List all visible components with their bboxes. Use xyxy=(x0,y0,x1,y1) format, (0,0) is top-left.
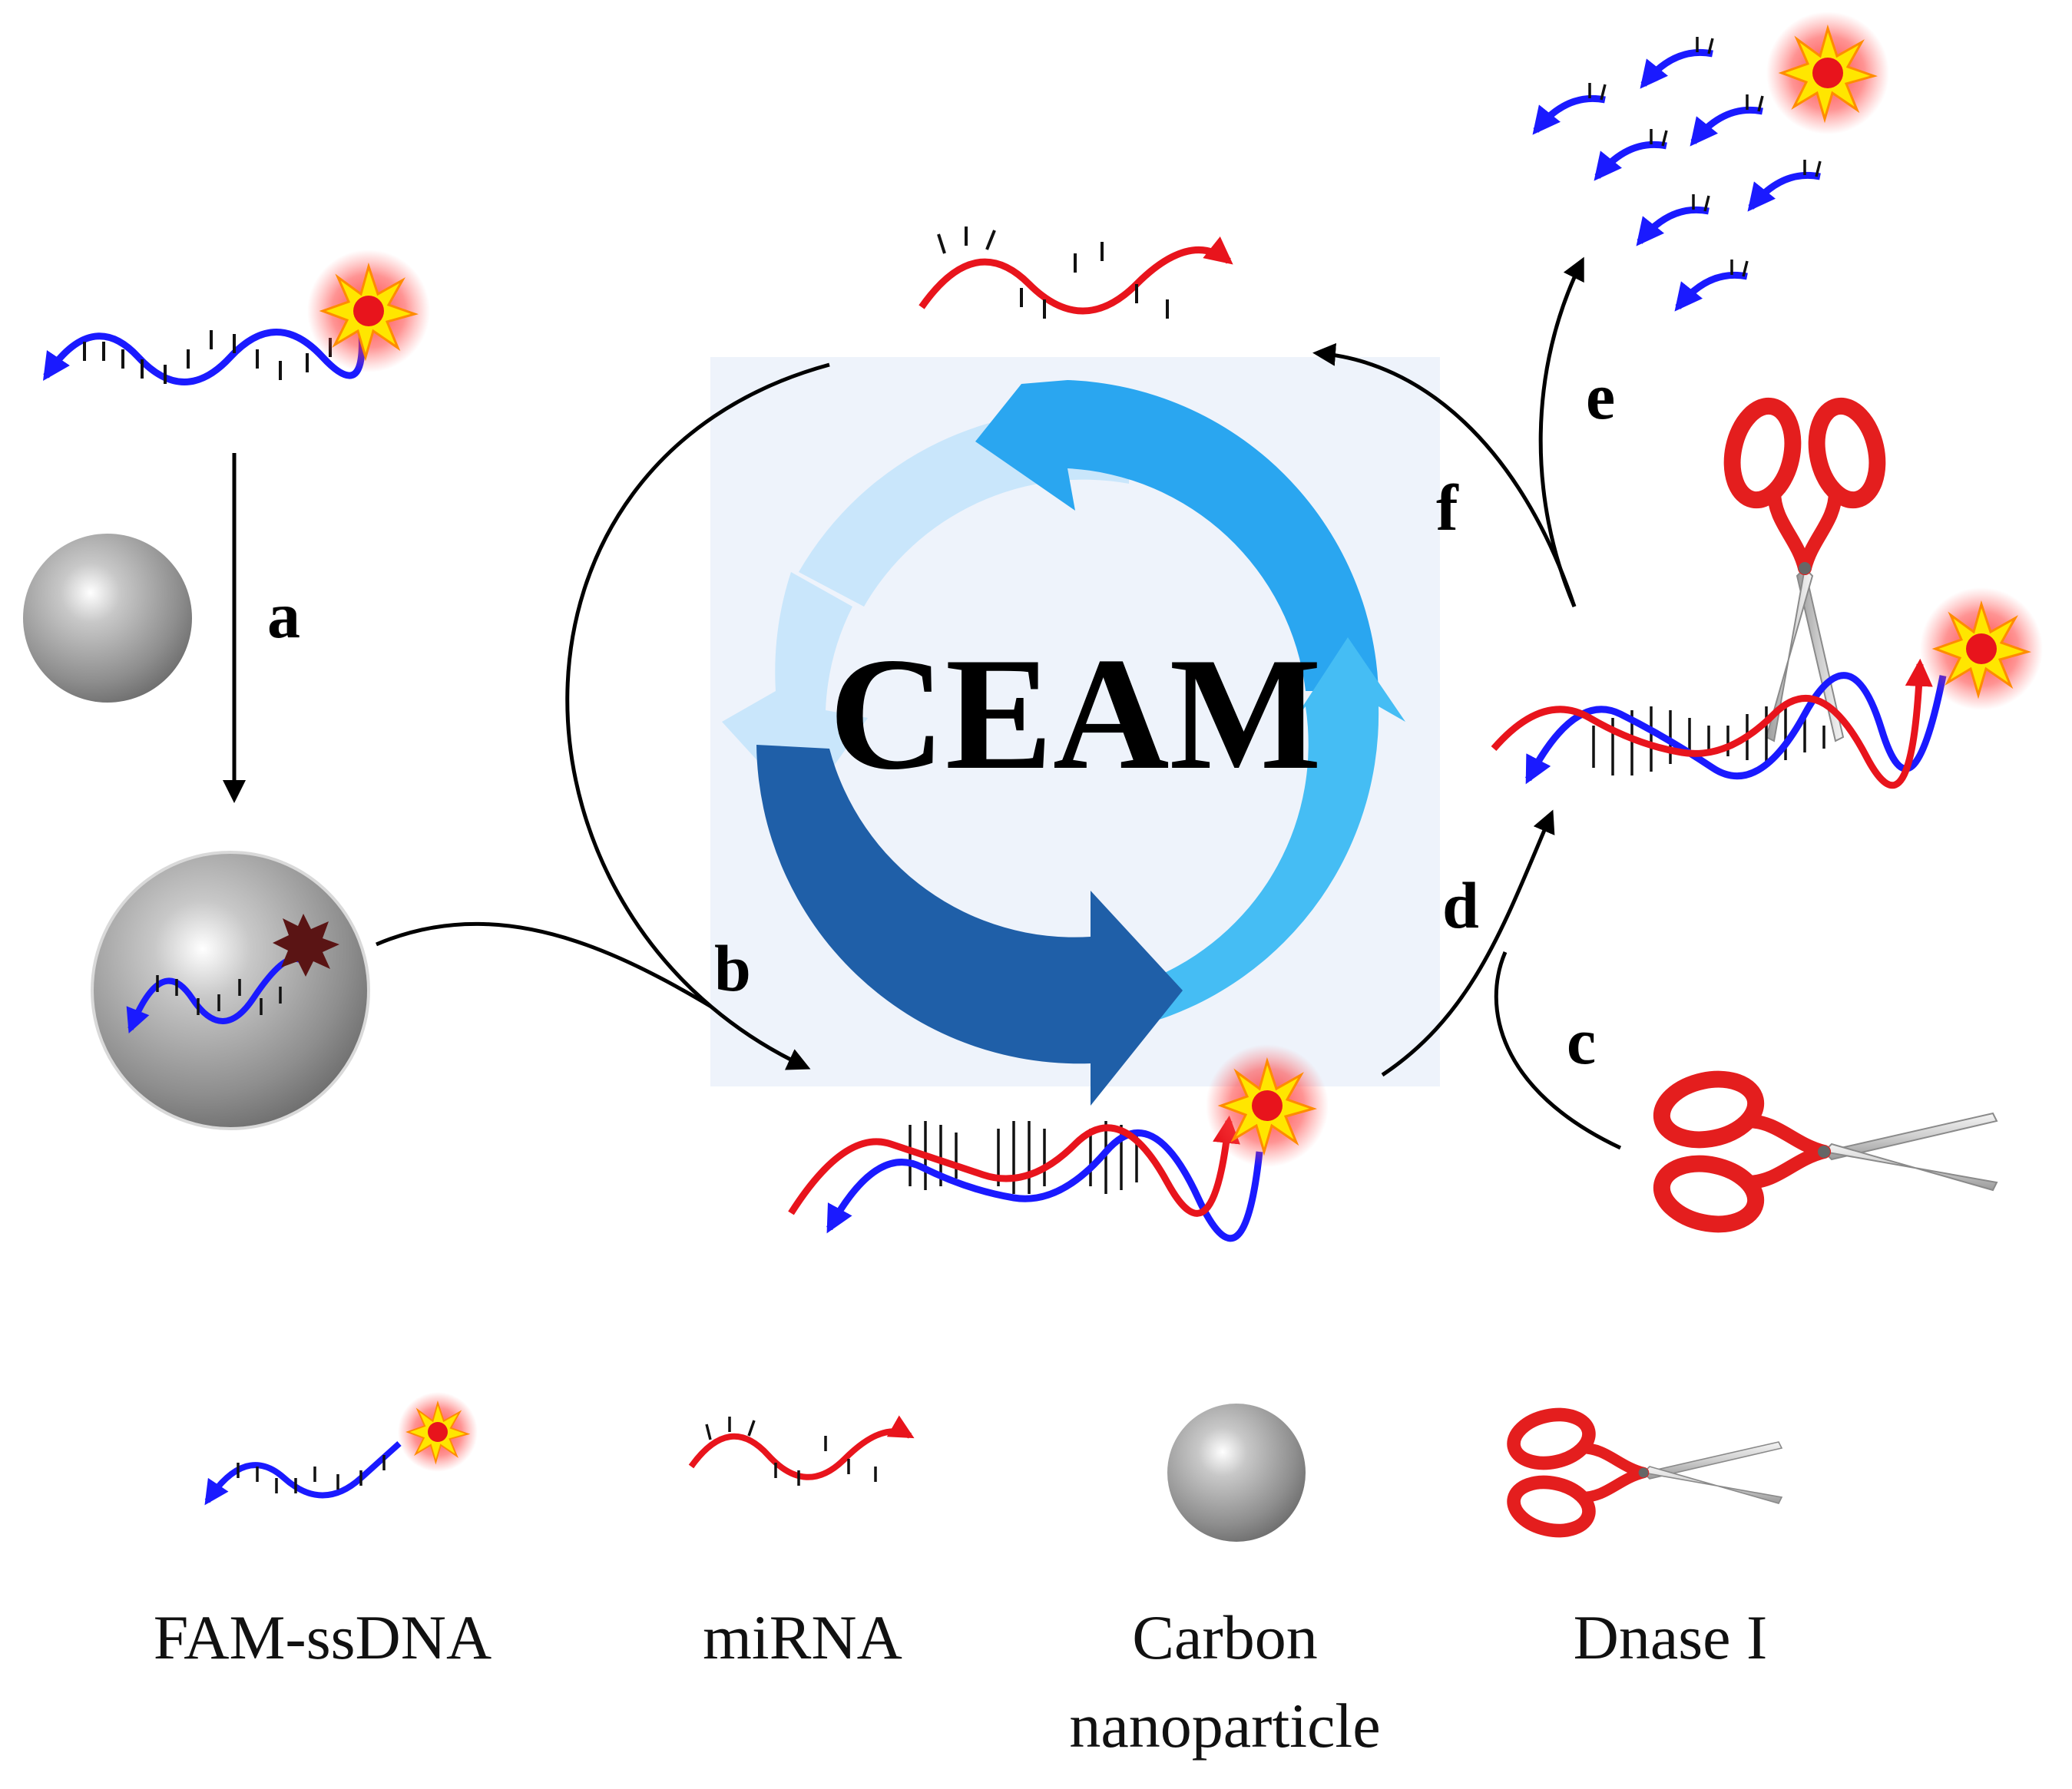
step-b-label: b xyxy=(714,931,751,1005)
free-ssdna-probe xyxy=(43,248,432,385)
step-a-label: a xyxy=(267,578,300,652)
legend-dnase-label: Dnase I xyxy=(1574,1602,1768,1672)
quenched-ssdna-on-nanoparticle xyxy=(91,851,370,1130)
legend-carbon-label-line1: Carbon xyxy=(1132,1602,1317,1672)
step-e-arrow xyxy=(1538,256,1584,607)
ceam-label: CEAM xyxy=(829,625,1322,803)
step-e-label: e xyxy=(1586,359,1615,433)
released-fluorophore-icon xyxy=(1765,10,1891,136)
cleaved-duplex xyxy=(1491,586,2044,789)
step-c-arrow xyxy=(1494,951,1622,1150)
duplex-fluorophore-icon xyxy=(1918,586,2044,712)
fam-fluorophore-icon xyxy=(306,248,432,374)
step-f-arrow xyxy=(1312,342,1577,607)
ceam-cycle-arrows xyxy=(722,380,1405,1106)
legend-ssdna-label: FAM-ssDNA xyxy=(154,1602,492,1672)
hybridized-duplex xyxy=(788,1043,1330,1242)
carbon-nanoparticle-icon xyxy=(23,534,192,703)
recycle-arc-left xyxy=(565,362,830,1070)
legend-mirna-icon xyxy=(688,1415,915,1486)
hybrid-fluorophore-icon xyxy=(1204,1043,1330,1169)
step-d-label: d xyxy=(1442,868,1479,942)
step-f-label: f xyxy=(1436,471,1459,544)
digested-dna-fragments xyxy=(1532,48,1821,312)
released-mirna xyxy=(918,227,1233,319)
legend-carbon-label-line2: nanoparticle xyxy=(1069,1691,1380,1761)
legend-carbon-nanoparticle-icon xyxy=(1167,1404,1306,1542)
legend-mirna-label: miRNA xyxy=(703,1602,902,1672)
legend-ssdna-icon xyxy=(204,1391,478,1506)
legend-dnase-scissors-icon xyxy=(1509,1408,1782,1537)
dnase-scissors-icon xyxy=(1656,1071,1997,1232)
step-d-arrow xyxy=(1381,809,1555,1077)
step-c-label: c xyxy=(1567,1004,1596,1078)
